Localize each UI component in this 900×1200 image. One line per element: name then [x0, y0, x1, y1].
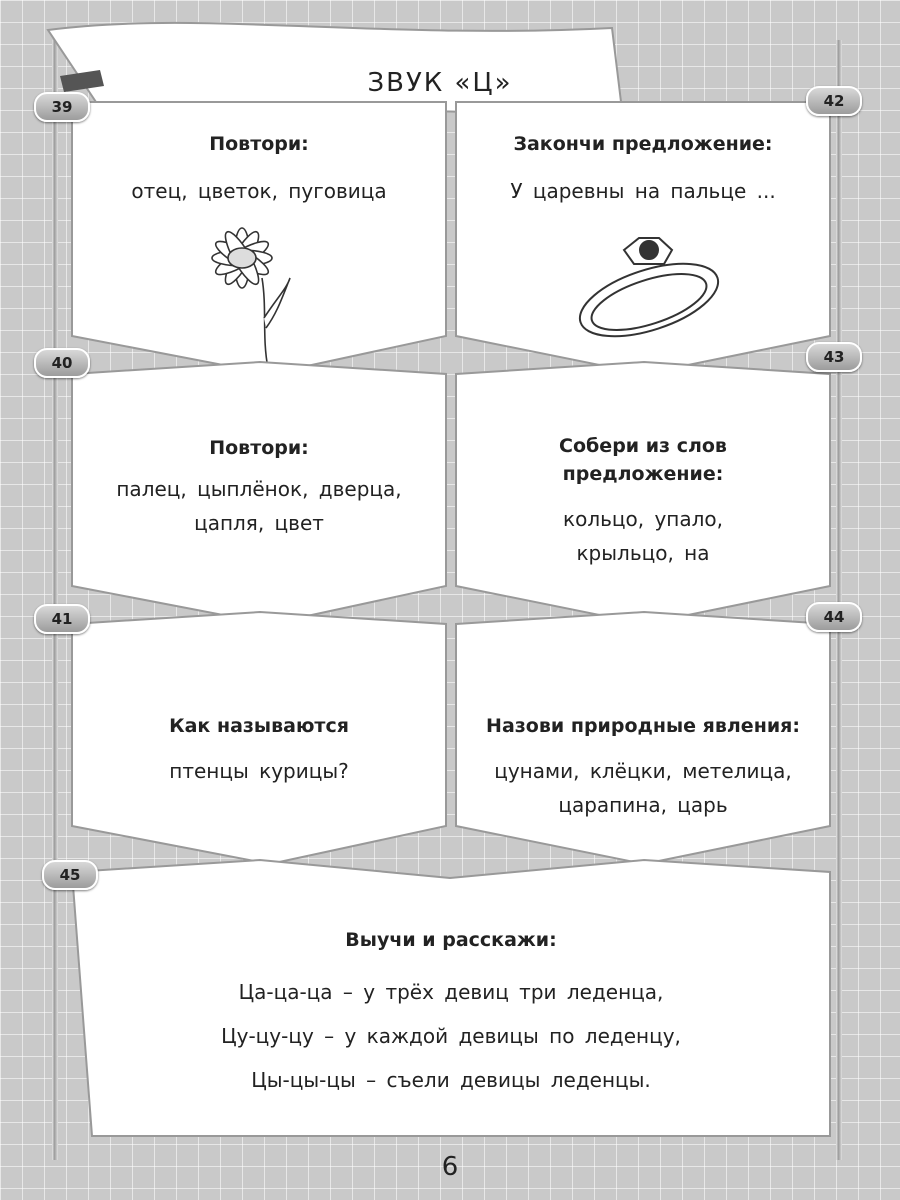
- card-43: Собери из слов предложение: кольцо, упал…: [454, 360, 832, 630]
- card-text: крыльцо, на: [576, 541, 710, 565]
- card-text: палец, цыплёнок, дверца,: [116, 477, 402, 501]
- card-number-badge: 41: [34, 604, 90, 634]
- card-text: Цы-цы-цы – съели девицы леденцы.: [251, 1068, 651, 1092]
- card-39: Повтори: отец, цветок, пуговица: [70, 100, 448, 380]
- card-heading: предложение:: [562, 463, 724, 485]
- page-number: 6: [441, 1152, 459, 1182]
- right-rail: [836, 40, 842, 1160]
- card-heading: Как называются: [169, 715, 349, 737]
- card-text: отец, цветок, пуговица: [131, 179, 387, 203]
- card-text: У царевны на пальце ...: [510, 179, 776, 203]
- card-text: кольцо, упало,: [563, 507, 723, 531]
- card-40: Повтори: палец, цыплёнок, дверца, цапля,…: [70, 360, 448, 630]
- card-text: Ца-ца-ца – у трёх девиц три леденца,: [238, 980, 664, 1004]
- card-heading: Повтори:: [209, 133, 309, 155]
- left-rail: [52, 40, 58, 1160]
- card-text: цунами, клёцки, метелица,: [494, 759, 792, 783]
- card-number-badge: 39: [34, 92, 90, 122]
- card-number-badge: 44: [806, 602, 862, 632]
- card-text: Цу-цу-цу – у каждой девицы по леденцу,: [221, 1024, 681, 1048]
- card-heading: Выучи и расскажи:: [345, 929, 557, 951]
- card-text: царапина, царь: [558, 793, 728, 817]
- card-number-badge: 40: [34, 348, 90, 378]
- card-text: цапля, цвет: [194, 511, 324, 535]
- card-heading: Закончи предложение:: [513, 133, 773, 155]
- page-title: ЗВУК «Ц»: [367, 68, 513, 98]
- card-number-badge: 45: [42, 860, 98, 890]
- card-heading: Собери из слов: [559, 435, 727, 457]
- card-number-badge: 42: [806, 86, 862, 116]
- card-text: птенцы курицы?: [169, 759, 349, 783]
- ring-icon: [578, 237, 720, 338]
- card-heading: Повтори:: [209, 437, 309, 459]
- card-number-badge: 43: [806, 342, 862, 372]
- daisy-flower-icon: [211, 227, 291, 368]
- card-41: Как называются птенцы курицы?: [70, 610, 448, 870]
- card-42: Закончи предложение: У царевны на пальце…: [454, 100, 832, 380]
- card-heading: Назови природные явления:: [486, 715, 800, 737]
- card-45: Выучи и расскажи: Ца-ца-ца – у трёх деви…: [70, 858, 832, 1138]
- card-44: Назови природные явления: цунами, клёцки…: [454, 610, 832, 870]
